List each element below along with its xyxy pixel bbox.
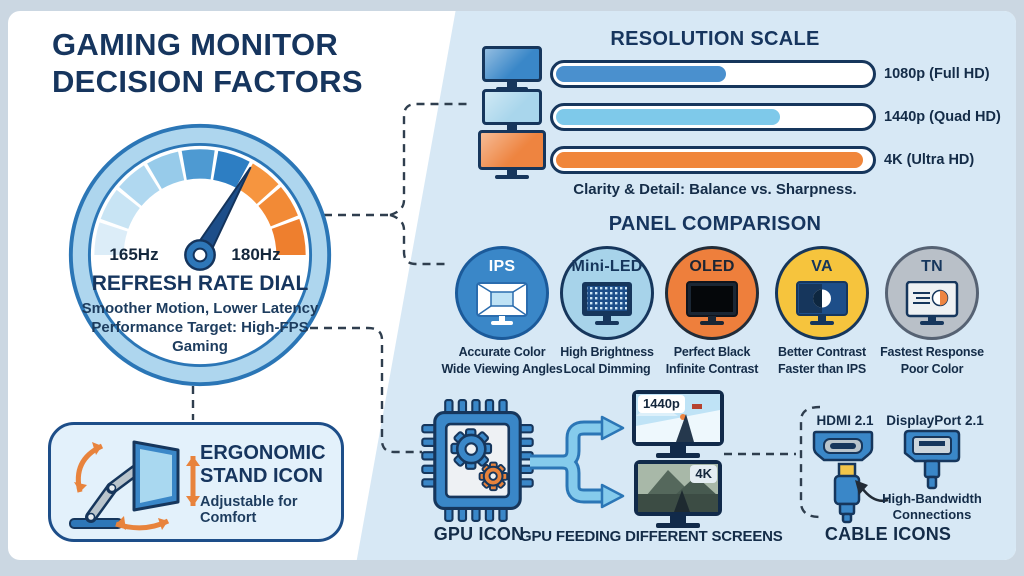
panel-name-ips: IPS bbox=[488, 258, 516, 275]
gauge-desc-line2: Performance Target: High-FPS bbox=[91, 319, 309, 336]
resolution-badge-1440p: 1440p bbox=[638, 395, 685, 413]
monitor-screen bbox=[482, 46, 542, 82]
note-line1: High-Bandwidth bbox=[882, 491, 982, 506]
gear-orange bbox=[478, 461, 509, 492]
bar-label-1440p: 1440p (Quad HD) bbox=[884, 109, 1001, 125]
game-scene-mountain bbox=[638, 464, 718, 512]
cable-section-title: CABLE ICONS bbox=[824, 524, 952, 544]
panel-name-tn: TN bbox=[921, 258, 943, 275]
resolution-bar-1080p bbox=[550, 60, 876, 88]
bar-fill bbox=[556, 152, 864, 168]
miniled-monitor-icon bbox=[582, 282, 632, 325]
caption-line1: Accurate Color bbox=[458, 345, 546, 359]
page-title: GAMING MONITOR DECISION FACTORS bbox=[52, 27, 363, 99]
hdmi-connector-icon bbox=[812, 430, 874, 462]
gauge-right-tick: 180Hz bbox=[231, 245, 281, 264]
monitor-screen bbox=[478, 130, 546, 170]
caption-line2: Faster than IPS bbox=[778, 362, 866, 376]
monitor-icon-1080p bbox=[482, 46, 542, 91]
panel-caption-miniled: High Brightness Local Dimming bbox=[537, 344, 677, 378]
panel-section-title: PANEL COMPARISON bbox=[608, 213, 822, 235]
caption-line2: Local Dimming bbox=[563, 362, 651, 376]
resolution-bar-1440p bbox=[550, 103, 876, 131]
panel-name-oled: OLED bbox=[689, 258, 735, 275]
refresh-rate-gauge bbox=[68, 123, 332, 387]
panel-name-va: VA bbox=[811, 258, 833, 275]
monitor-neck bbox=[670, 516, 686, 523]
note-line2: Connections bbox=[892, 507, 972, 522]
panel-name-miniled: Mini-LED bbox=[571, 258, 643, 275]
caption-line1: Better Contrast bbox=[778, 345, 866, 359]
hdmi-label: HDMI 2.1 bbox=[816, 413, 874, 428]
panel-caption-ips: Accurate Color Wide Viewing Angles bbox=[432, 344, 572, 378]
connector-brace-to-resolution bbox=[389, 102, 470, 217]
monitor-base bbox=[495, 175, 529, 179]
panel-circle-va: VA bbox=[775, 246, 869, 340]
bar-label-4k: 4K (Ultra HD) bbox=[884, 152, 975, 168]
resolution-section-title: RESOLUTION SCALE bbox=[610, 28, 820, 50]
bar-label-1080p: 1080p (Full HD) bbox=[884, 66, 990, 82]
caption-line1: Perfect Black bbox=[673, 345, 751, 359]
ergonomic-subtitle: Adjustable for Comfort bbox=[200, 494, 298, 526]
monitor-neck bbox=[507, 82, 517, 87]
ergonomic-text: ERGONOMIC STAND ICON Adjustable for Comf… bbox=[200, 442, 338, 526]
gauge-title: REFRESH RATE DIAL bbox=[91, 272, 309, 295]
gauge-description: Smoother Motion, Lower Latency Performan… bbox=[72, 299, 328, 356]
gpu-branch-arrows bbox=[530, 415, 625, 509]
panel-circle-oled: OLED bbox=[665, 246, 759, 340]
panel-circle-ips: IPS bbox=[455, 246, 549, 340]
monitor-screen bbox=[482, 89, 542, 125]
screen-4k-monitor: 4K bbox=[634, 460, 722, 532]
tn-monitor-icon bbox=[905, 281, 959, 325]
monitor-icon-1440p bbox=[482, 89, 542, 134]
bar-fill bbox=[556, 66, 726, 82]
caption-line2: Poor Color bbox=[900, 362, 964, 376]
monitor-neck bbox=[507, 125, 517, 130]
ergonomic-title-line2: STAND ICON bbox=[200, 465, 323, 487]
caption-line1: Fastest Response bbox=[880, 345, 984, 359]
ips-monitor-icon bbox=[476, 282, 528, 325]
resolution-bar-4k bbox=[550, 146, 876, 174]
usb-connector-icon bbox=[833, 462, 861, 524]
caption-line1: High Brightness bbox=[560, 345, 654, 359]
connector-gauge-to-gpu bbox=[310, 326, 422, 454]
caption-line2: Wide Viewing Angles bbox=[441, 362, 563, 376]
gpu-label: GPU ICON bbox=[433, 524, 525, 544]
monitor-neck bbox=[670, 446, 686, 453]
screen-1440p-monitor: 1440p bbox=[632, 390, 724, 462]
monitor-base bbox=[656, 523, 700, 528]
gauge-desc-line3: Gaming bbox=[172, 338, 228, 355]
panel-caption-tn: Fastest Response Poor Color bbox=[862, 344, 1002, 378]
monitor-base bbox=[656, 453, 700, 458]
monitor-icon-4k bbox=[478, 130, 546, 179]
gpu-chip-icon bbox=[421, 399, 534, 522]
ergonomic-title-line1: ERGONOMIC bbox=[200, 442, 326, 464]
displayport-label: DisplayPort 2.1 bbox=[886, 413, 984, 428]
gpu-feed-label: GPU FEEDING DIFFERENT SCREENS bbox=[520, 528, 783, 545]
panel-caption-oled: Perfect Black Infinite Contrast bbox=[642, 344, 782, 378]
panel-caption-va: Better Contrast Faster than IPS bbox=[752, 344, 892, 378]
gear-blue bbox=[450, 428, 493, 470]
gauge-desc-line1: Smoother Motion, Lower Latency bbox=[81, 300, 319, 317]
va-monitor-icon bbox=[796, 281, 848, 325]
oled-monitor-icon bbox=[686, 281, 738, 325]
note-arrow-icon bbox=[855, 480, 889, 503]
ergonomic-stand-icon bbox=[69, 440, 200, 531]
caption-line2: Infinite Contrast bbox=[665, 362, 759, 376]
resolution-badge-4k: 4K bbox=[690, 465, 717, 483]
displayport-connector-icon bbox=[903, 429, 961, 490]
monitor-neck bbox=[507, 170, 517, 175]
resolution-caption: Clarity & Detail: Balance vs. Sharpness. bbox=[573, 181, 857, 198]
gauge-left-tick: 165Hz bbox=[109, 245, 159, 264]
connector-brace-to-panels bbox=[389, 213, 446, 266]
high-bandwidth-note: High-Bandwidth Connections bbox=[872, 491, 992, 523]
panel-circle-miniled: Mini-LED bbox=[560, 246, 654, 340]
panel-circle-tn: TN bbox=[885, 246, 979, 340]
bar-fill bbox=[556, 109, 780, 125]
